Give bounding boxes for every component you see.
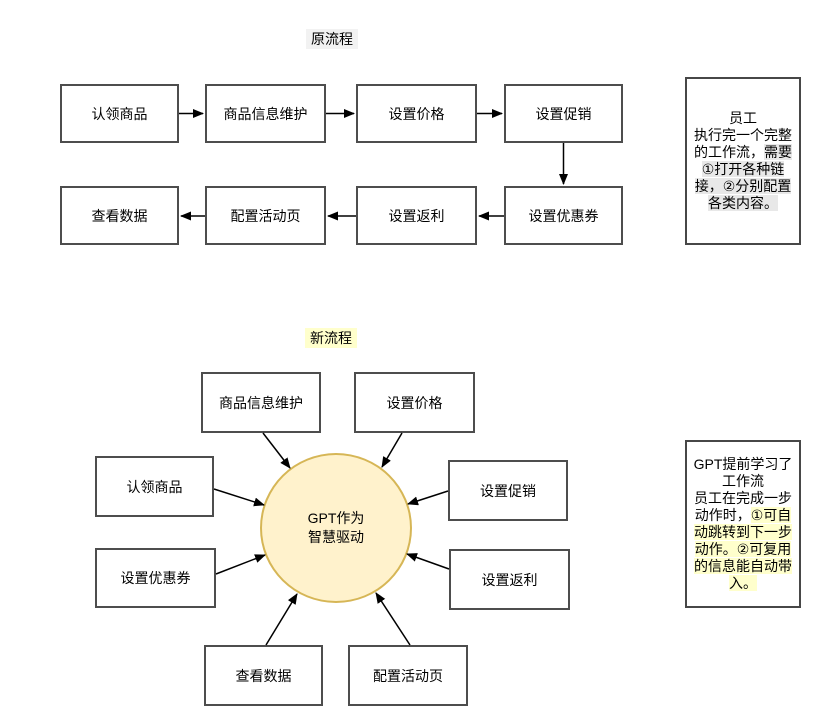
flow-box-label: 配置活动页 (373, 667, 443, 684)
flow-box-label: 设置促销 (480, 482, 536, 499)
gpt-note-title: GPT提前学习了工作流 (693, 456, 793, 489)
employee-note-title: 员工 (729, 110, 757, 126)
new-box-set-rebate: 设置返利 (449, 549, 570, 610)
flow-box-label: 设置返利 (388, 207, 445, 224)
gpt-note-body: 员工在完成一步动作时，①可自动跳转到下一步动作。②可复用的信息能自动带入。 (689, 490, 797, 592)
employee-note-body: 执行完一个完整的工作流，需要①打开各种链接，②分别配置各类内容。 (689, 127, 797, 212)
employee-note-body-highlight: 需要①打开各种链接，②分别配置各类内容。 (694, 144, 792, 211)
arrow-price-to-gpt (381, 432, 403, 468)
flow-box-set-price: 设置价格 (356, 84, 477, 143)
flow-box-set-rebate: 设置返利 (356, 186, 477, 245)
new-box-set-coupon: 设置优惠券 (95, 548, 216, 608)
flow-box-view-data: 查看数据 (60, 186, 179, 245)
flow-box-label: 商品信息维护 (223, 105, 308, 122)
original-flow-label: 原流程 (306, 29, 358, 49)
flow-box-claim-product: 认领商品 (60, 84, 179, 143)
flow-box-label: 设置优惠券 (120, 570, 191, 586)
new-box-claim-product: 认领商品 (95, 456, 214, 517)
flow-box-label: 认领商品 (91, 105, 148, 122)
flow-box-label: 查看数据 (235, 667, 292, 684)
flow-box-set-coupon: 设置优惠券 (504, 186, 623, 245)
gpt-center-line2: 智慧驱动 (308, 529, 364, 545)
employee-note-body-plain: 执行完一个完整的工作流， (694, 127, 792, 160)
arrow-page-to-gpt (375, 592, 411, 646)
gpt-note-body-plain: 员工在完成一步动作时， (694, 490, 792, 523)
new-box-config-activity-page: 配置活动页 (348, 645, 468, 706)
new-box-set-price: 设置价格 (354, 372, 475, 433)
flow-box-label: 设置价格 (386, 394, 443, 411)
gpt-center-ellipse: GPT作为 智慧驱动 (260, 453, 412, 603)
flow-box-label: 商品信息维护 (219, 394, 303, 411)
arrow-coupon-to-gpt (215, 554, 266, 575)
flow-box-label: 设置优惠券 (528, 207, 599, 224)
flow-box-label: 设置返利 (481, 571, 538, 588)
flow-box-config-activity-page: 配置活动页 (205, 186, 326, 245)
flow-box-label: 设置价格 (388, 105, 445, 122)
arrow-rebate-to-gpt (406, 553, 450, 570)
flow-box-label: 查看数据 (91, 207, 148, 224)
flow-box-set-promotion: 设置促销 (504, 84, 623, 143)
arrow-promo-to-gpt (407, 490, 449, 506)
arrow-info-to-gpt (262, 432, 291, 469)
new-flow-label: 新流程 (305, 328, 357, 348)
flow-box-label: 设置促销 (535, 105, 592, 122)
new-box-product-info: 商品信息维护 (201, 372, 321, 433)
gpt-center-line1: GPT作为 (307, 510, 365, 526)
employee-note: 员工 执行完一个完整的工作流，需要①打开各种链接，②分别配置各类内容。 (685, 77, 801, 245)
flow-box-label: 认领商品 (126, 478, 183, 495)
flow-box-label: 配置活动页 (230, 207, 301, 224)
arrow-claim-to-gpt (213, 488, 265, 507)
arrow-data-to-gpt (265, 593, 298, 646)
gpt-note: GPT提前学习了工作流 员工在完成一步动作时，①可自动跳转到下一步动作。②可复用… (685, 440, 801, 608)
flow-box-product-info: 商品信息维护 (205, 84, 326, 143)
new-box-set-promotion: 设置促销 (448, 460, 568, 521)
new-box-view-data: 查看数据 (204, 645, 323, 706)
